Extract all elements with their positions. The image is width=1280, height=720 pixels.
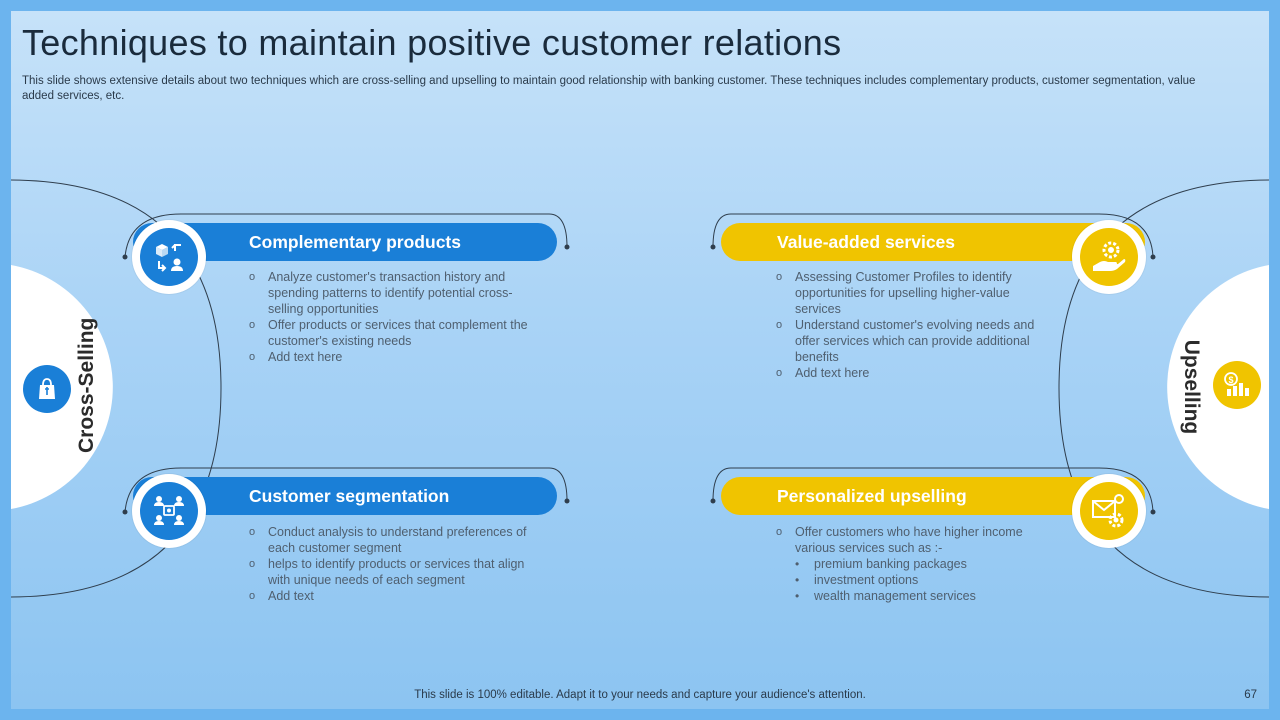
hand-gear-icon (1093, 241, 1126, 271)
card-complementary-products-list: Analyze customer's transaction history a… (249, 269, 545, 365)
list-item: Add text here (249, 349, 545, 365)
card-icon-ring (132, 220, 206, 294)
footer-note: This slide is 100% editable. Adapt it to… (414, 689, 866, 701)
page-subtitle: This slide shows extensive details about… (22, 75, 1196, 102)
left-outer-arc (11, 179, 222, 598)
list-item: Conduct analysis to understand preferenc… (249, 524, 545, 556)
card-title: Personalized upselling (777, 485, 967, 506)
card-title: Value-added services (777, 231, 956, 252)
right-outer-arc (1058, 179, 1269, 598)
card-title: Complementary products (249, 231, 461, 252)
list-item: Offer products or services that compleme… (249, 317, 545, 349)
shopping-bag-icon (39, 378, 55, 399)
money-growth-icon: $ (1224, 372, 1249, 396)
customer-group-icon (154, 496, 184, 525)
list-sub-item: investment options (776, 572, 1056, 588)
page-title: Techniques to maintain positive customer… (22, 22, 842, 63)
list-item: helps to identify products or services t… (249, 556, 545, 588)
card-icon-ring (132, 474, 206, 548)
list-item: Analyze customer's transaction history a… (249, 269, 545, 317)
list-item: Offer customers who have higher income v… (776, 524, 1056, 556)
upselling-badge: $ (1213, 361, 1261, 409)
card-personalized-upselling-list: Offer customers who have higher income v… (776, 524, 1056, 604)
email-gear-icon (1092, 494, 1124, 528)
list-item: Add text (249, 588, 545, 604)
card-value-added-services-list: Assessing Customer Profiles to identify … (776, 269, 1056, 381)
cross-selling-badge (23, 365, 71, 413)
card-title: Customer segmentation (249, 485, 450, 506)
card-customer-segmentation-list: Conduct analysis to understand preferenc… (249, 524, 545, 604)
card-icon-ring (1072, 474, 1146, 548)
decorative-arcs (11, 179, 1269, 598)
list-sub-item: premium banking packages (776, 556, 1056, 572)
cross-selling-label: Cross-Selling (75, 317, 98, 453)
svg-text:$: $ (1228, 375, 1233, 385)
upselling-label: Upselling (1180, 339, 1203, 435)
list-item: Understand customer's evolving needs and… (776, 317, 1056, 365)
card-icon-ring (1072, 220, 1146, 294)
list-item: Assessing Customer Profiles to identify … (776, 269, 1056, 317)
list-item: Add text here (776, 365, 1056, 381)
page-number: 67 (1244, 689, 1257, 701)
list-sub-item: wealth management services (776, 588, 1056, 604)
boxes-exchange-icon (156, 244, 183, 272)
card-customer-segmentation-header: Customer segmentation (133, 477, 557, 515)
